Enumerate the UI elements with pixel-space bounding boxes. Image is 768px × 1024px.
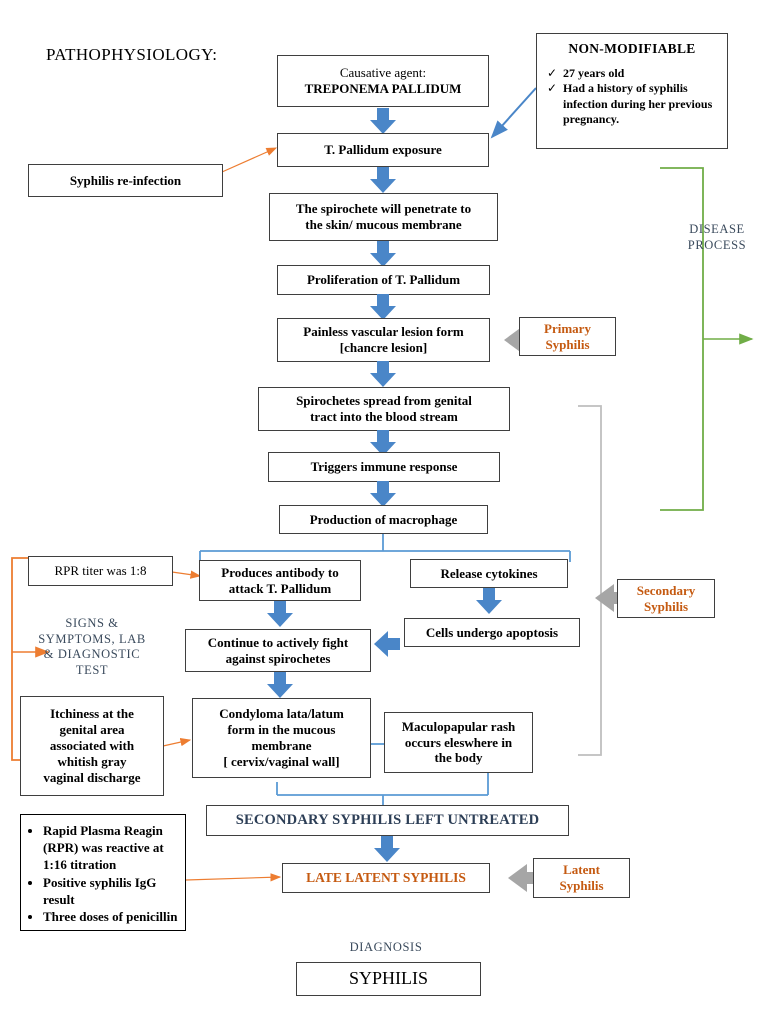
flow-arrow-down-icon xyxy=(370,481,396,507)
flow-arrow-down-icon xyxy=(370,361,396,387)
tag-secondary-syphilis: Secondary Syphilis xyxy=(617,579,715,618)
box-condyloma: Condyloma lata/latum form in the mucous … xyxy=(192,698,371,778)
list-item: ✓ 27 years old xyxy=(547,66,721,82)
non-modifiable-item-2: Had a history of syphilis infection duri… xyxy=(563,81,713,127)
page-title: PATHOPHYSIOLOGY: xyxy=(46,45,218,64)
box-production-of-macrophage: Production of macrophage xyxy=(279,505,488,534)
diagnosis-label: DIAGNOSIS xyxy=(349,940,423,954)
box-spirochete-penetrate: The spirochete will penetrate to the ski… xyxy=(269,193,498,241)
box-proliferation: Proliferation of T. Pallidum xyxy=(277,265,490,295)
lab-result-item: Positive syphilis IgG result xyxy=(43,875,179,909)
flow-arrow-down-icon xyxy=(370,241,396,267)
non-modifiable-heading: NON-MODIFIABLE xyxy=(568,41,696,56)
box-triggers-immune-response: Triggers immune response xyxy=(268,452,500,482)
flow-arrow-down-icon xyxy=(267,672,293,698)
box-maculopapular-rash: Maculopapular rash occurs eleswhere in t… xyxy=(384,712,533,773)
box-late-latent-syphilis: LATE LATENT SYPHILIS xyxy=(282,863,490,893)
flow-arrow-down-icon xyxy=(267,601,293,627)
check-icon: ✓ xyxy=(547,65,558,80)
tag-latent-syphilis: Latent Syphilis xyxy=(533,858,630,898)
non-modifiable-item-1: 27 years old xyxy=(563,65,625,80)
flow-arrow-down-icon xyxy=(374,836,400,862)
box-release-cytokines: Release cytokines xyxy=(410,559,568,588)
flow-arrow-down-icon xyxy=(370,167,396,193)
box-chancre-lesion: Painless vascular lesion form [chancre l… xyxy=(277,318,490,362)
box-secondary-syphilis-untreated: SECONDARY SYPHILIS LEFT UNTREATED xyxy=(206,805,569,836)
disease-process-bracket-label: DISEASE PROCESS xyxy=(687,222,747,252)
lab-results-list: Rapid Plasma Reagin (RPR) was reactive a… xyxy=(29,823,179,926)
box-itchiness-note: Itchiness at the genital area associated… xyxy=(20,696,164,796)
causative-agent-line1: Causative agent: xyxy=(339,65,427,81)
non-modifiable-list: ✓ 27 years old ✓ Had a history of syphil… xyxy=(537,58,727,132)
box-rpr-titer: RPR titer was 1:8 xyxy=(28,556,173,586)
box-lab-results: Rapid Plasma Reagin (RPR) was reactive a… xyxy=(20,814,186,931)
lab-result-item: Rapid Plasma Reagin (RPR) was reactive a… xyxy=(43,823,179,874)
flow-arrow-down-icon xyxy=(476,588,502,614)
box-t-pallidum-exposure: T. Pallidum exposure xyxy=(277,133,489,167)
flow-arrow-down-icon xyxy=(370,294,396,320)
box-syphilis-reinfection: Syphilis re-infection xyxy=(28,164,223,197)
flow-arrow-left-icon xyxy=(374,631,400,657)
check-icon: ✓ xyxy=(547,81,558,96)
signs-symptoms-bracket-label: SIGNS & SYMPTOMS, LAB & DIAGNOSTIC TEST xyxy=(38,616,146,677)
non-modifiable-panel: NON-MODIFIABLE ✓ 27 years old ✓ Had a hi… xyxy=(536,33,728,149)
causative-agent-line2: TREPONEMA PALLIDUM xyxy=(304,81,462,96)
box-diagnosis-syphilis: SYPHILIS xyxy=(296,962,481,996)
flow-arrow-down-icon xyxy=(370,108,396,134)
list-item: ✓ Had a history of syphilis infection du… xyxy=(547,81,721,128)
box-causative-agent: Causative agent: TREPONEMA PALLIDUM xyxy=(277,55,489,107)
box-cells-undergo-apoptosis: Cells undergo apoptosis xyxy=(404,618,580,647)
box-spirochetes-spread: Spirochetes spread from genital tract in… xyxy=(258,387,510,431)
box-continue-fight: Continue to actively fight against spiro… xyxy=(185,629,371,672)
lab-result-item: Three doses of penicillin xyxy=(43,909,179,926)
tag-primary-syphilis: Primary Syphilis xyxy=(519,317,616,356)
box-produces-antibody: Produces antibody to attack T. Pallidum xyxy=(199,560,361,601)
